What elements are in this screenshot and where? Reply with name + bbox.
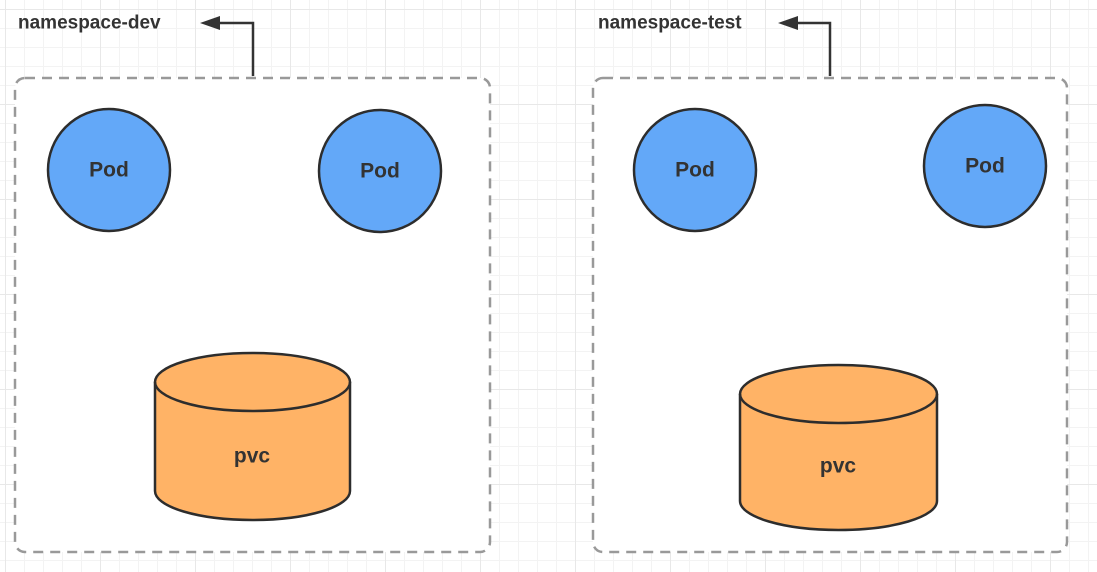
pvc-cylinder-top-arc: [738, 393, 939, 425]
pod-label: Pod: [965, 155, 1005, 178]
namespace-dev-arrow: [220, 21, 255, 76]
pvc-cylinder-body: [738, 363, 939, 532]
pvc-cylinder: pvc: [153, 351, 352, 522]
pod-label: Pod: [360, 160, 400, 183]
pvc-label: pvc: [234, 445, 271, 468]
pod-circle: [632, 107, 758, 233]
namespace-test-arrow: [798, 21, 832, 76]
pod-label: Pod: [675, 159, 715, 182]
namespace-dev-group: namespace-dev Pod Pod pvc: [13, 13, 492, 554]
namespace-dev-arrowhead-icon: [200, 16, 220, 30]
pvc-cylinder-body: [153, 351, 352, 522]
namespace-dev-label: namespace-dev: [18, 13, 161, 34]
pod-label: Pod: [89, 159, 129, 182]
pvc-cylinder-top-arc: [153, 381, 352, 413]
namespace-test-arrowhead-icon: [778, 16, 798, 30]
pod-circle: [46, 107, 172, 233]
pod-circle: [922, 103, 1048, 229]
namespace-test-label: namespace-test: [598, 13, 742, 34]
pvc-label: pvc: [820, 455, 857, 478]
namespace-test-group: namespace-test Pod Pod pvc: [591, 13, 1069, 554]
pvc-cylinder: pvc: [738, 363, 939, 532]
pod-circle: [317, 108, 443, 234]
